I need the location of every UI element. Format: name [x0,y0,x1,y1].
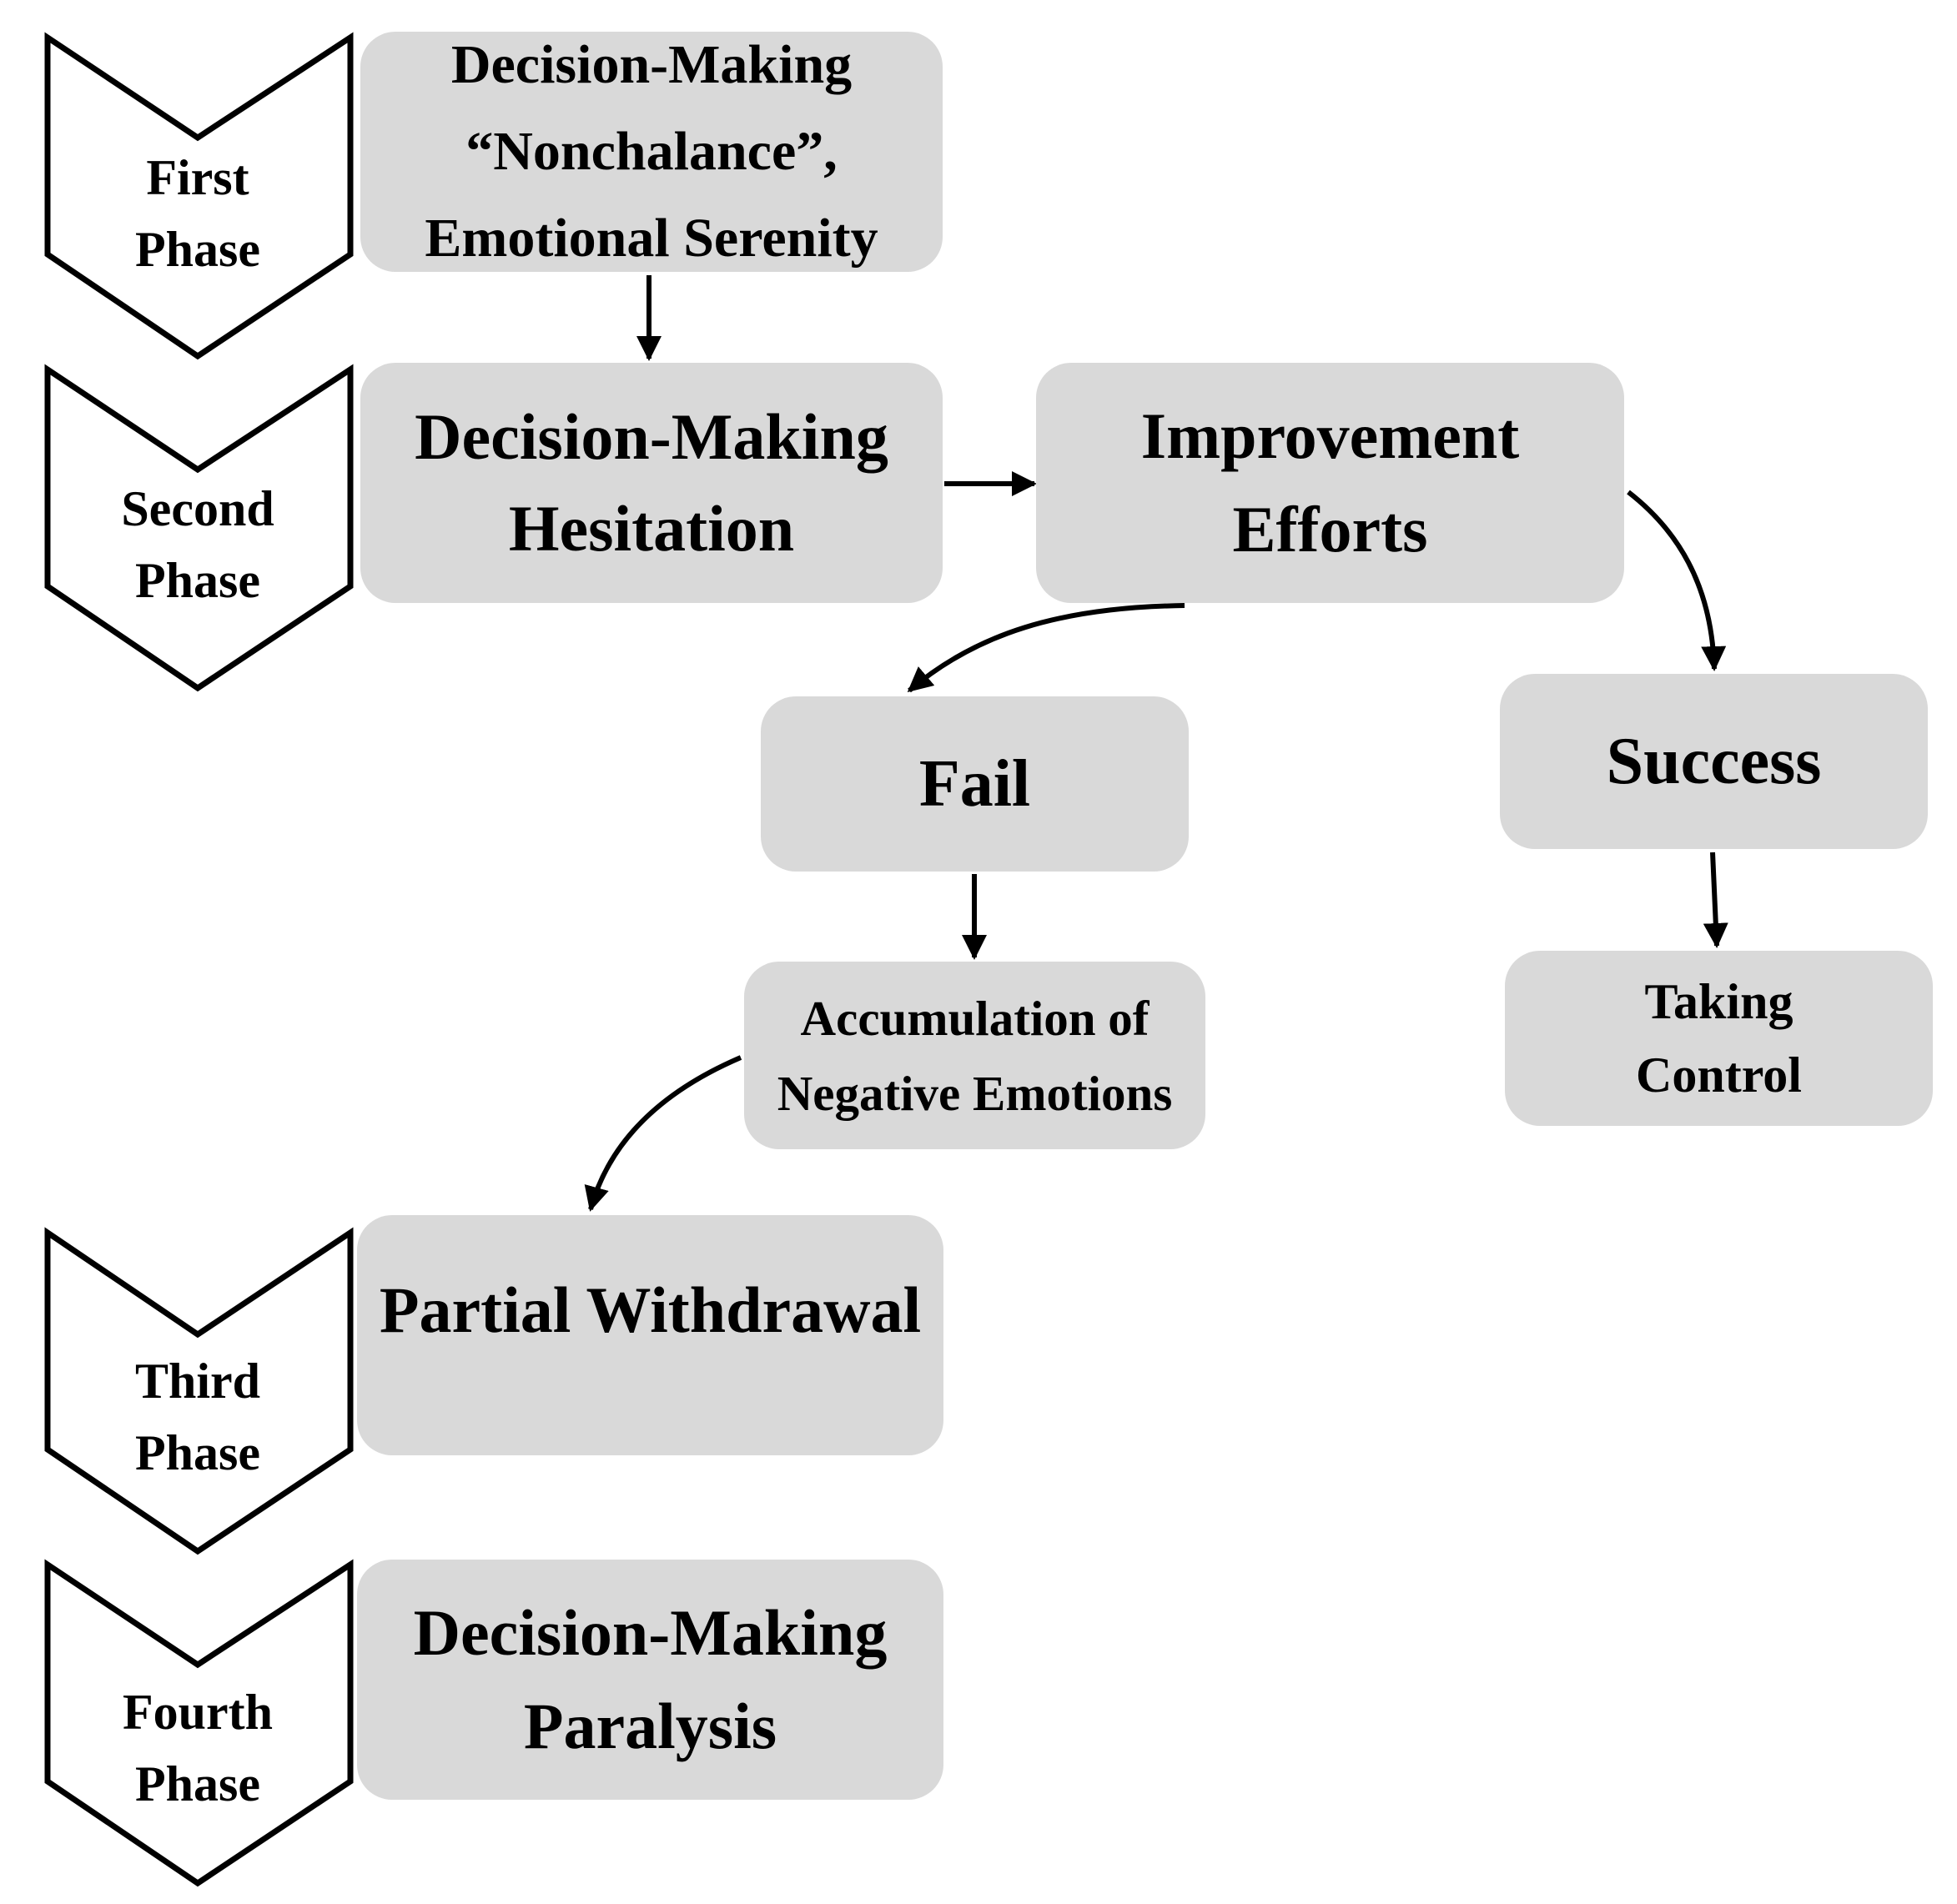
box-taking-control: Taking Control [1505,951,1933,1126]
arrow-improvement-to-fail [907,603,1185,693]
box-accumulation: Accumulation of Negative Emotions [744,962,1205,1149]
box-success: Success [1500,674,1928,849]
box-paralysis: Decision-Making Paralysis [357,1560,943,1800]
box-improvement: Improvement Efforts [1036,363,1624,603]
box-fail: Fail [761,696,1189,872]
box-nonchalance-text: Decision-Making “Nonchalance”, Emotional… [425,34,878,269]
arrow-improvement-to-success [1627,490,1727,671]
box-taking-control-text: Taking Control [1636,974,1802,1103]
phase-label-fourth: Fourth Phase [123,1685,273,1811]
phase-chevron-2 [44,364,354,692]
phase-label-first: First Phase [135,150,260,277]
box-hesitation-text: Decision-Making Hesitation [415,400,888,565]
box-paralysis-text: Decision-Making Paralysis [413,1596,888,1762]
phase-chevron-3 [44,1227,354,1555]
box-accumulation-text: Accumulation of Negative Emotions [777,990,1173,1121]
phase-label-third: Third Phase [134,1354,261,1480]
box-nonchalance: Decision-Making “Nonchalance”, Emotional… [360,32,943,272]
box-success-text: Success [1606,725,1822,798]
arrow-accumulation-to-withdrawal [584,1055,742,1212]
box-hesitation: Decision-Making Hesitation [360,363,943,603]
box-withdrawal-text: Partial Withdrawal [379,1274,922,1346]
box-fail-text: Fail [918,747,1031,821]
phase-chevron-4 [44,1559,354,1887]
phase-label-second: Second Phase [121,481,274,608]
phase-chevron-1 [44,32,354,360]
box-withdrawal: Partial Withdrawal [357,1215,943,1455]
box-improvement-text: Improvement Efforts [1140,399,1520,565]
arrow-success-to-taking-control [1703,852,1728,948]
